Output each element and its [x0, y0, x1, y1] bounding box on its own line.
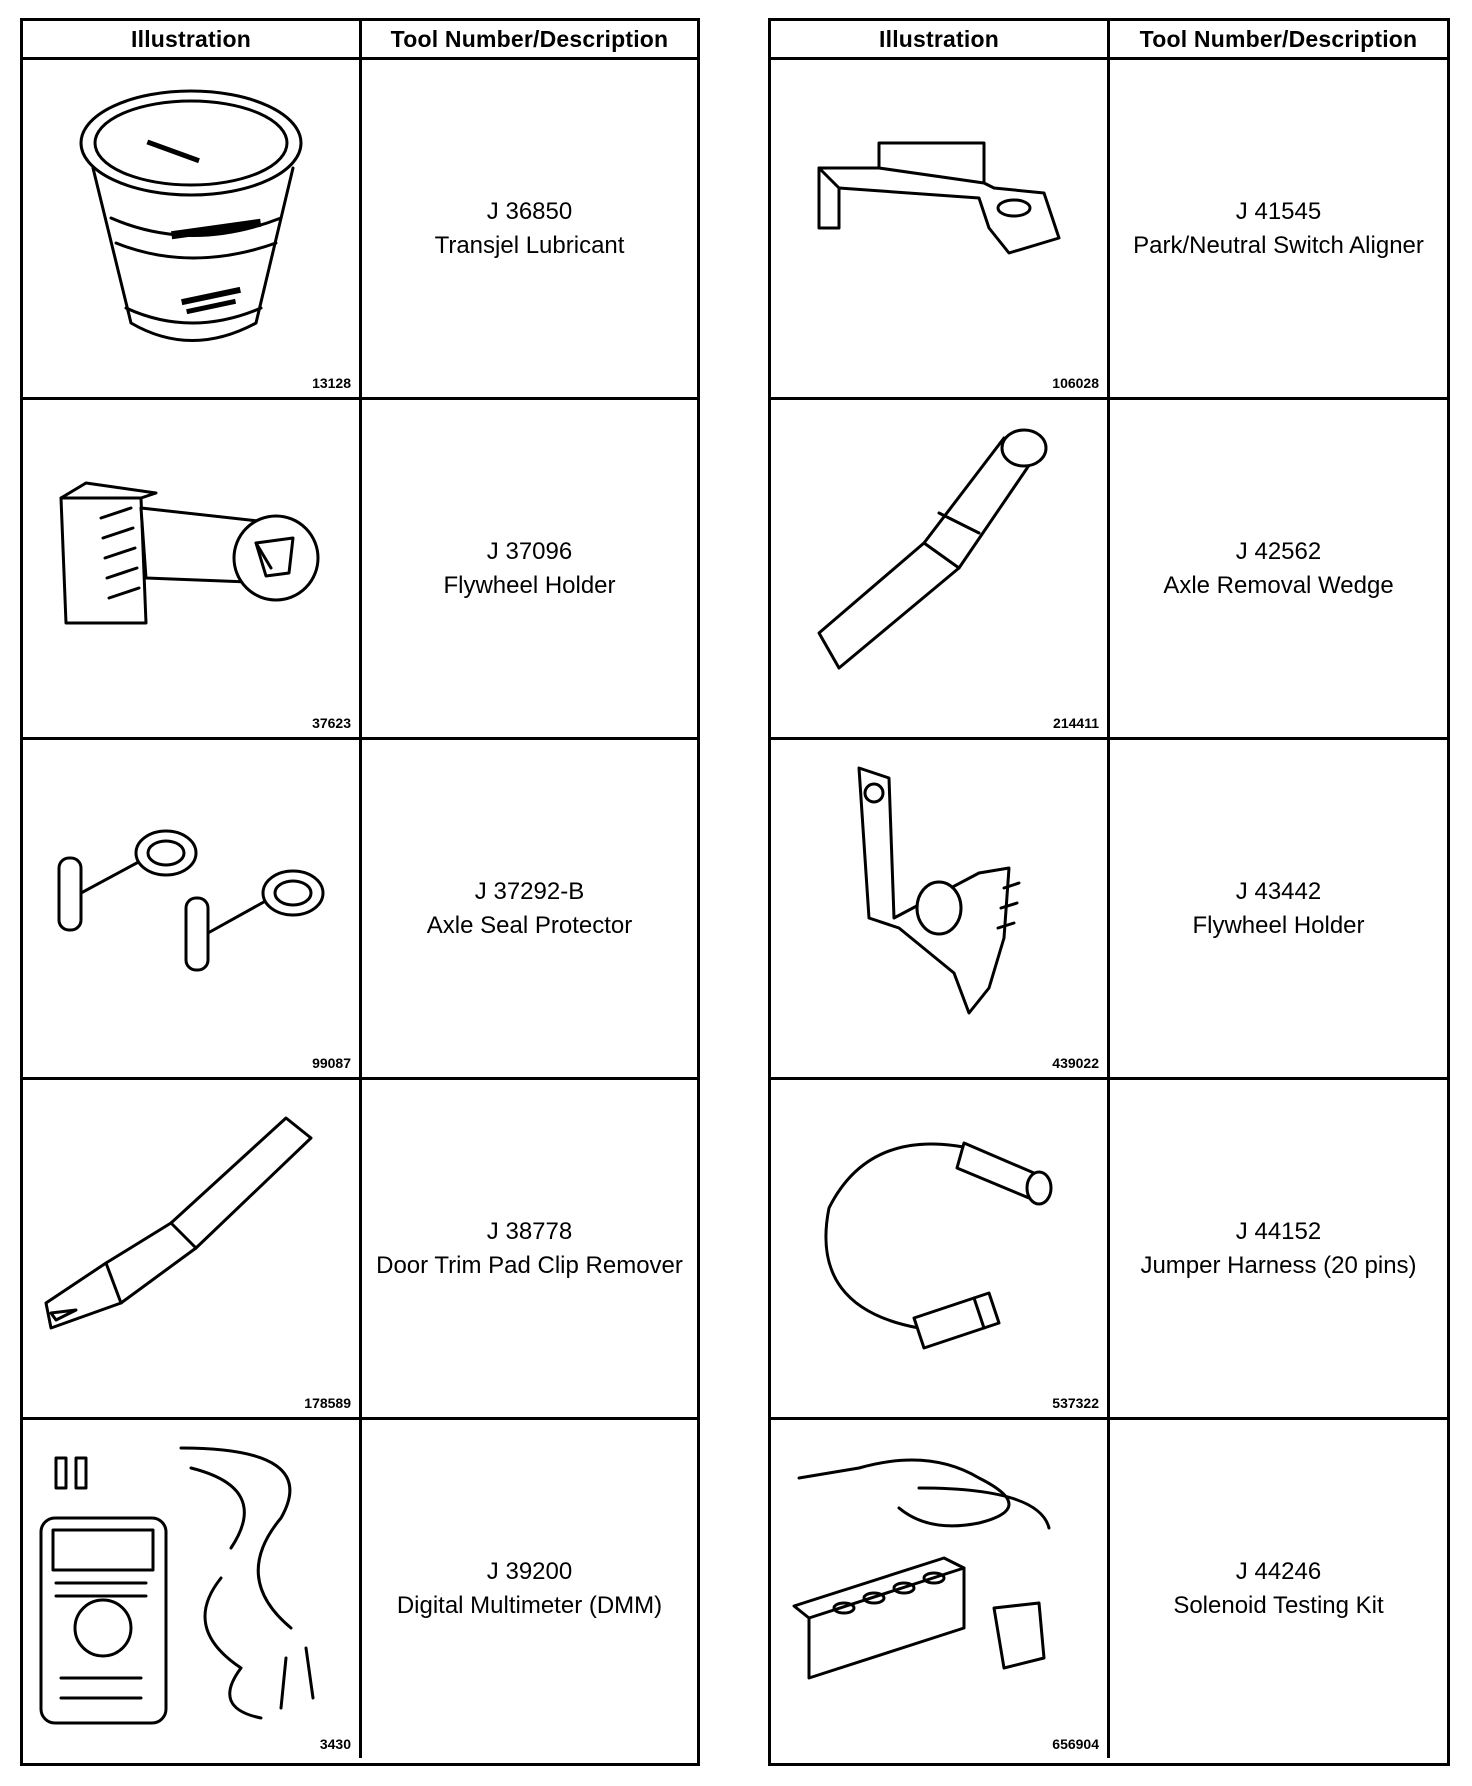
table-row: 99087 J 37292-B Axle Seal Protector	[23, 740, 697, 1080]
tool-number: J 44152	[1235, 1217, 1322, 1245]
table-row: 106028 J 41545 Park/Neutral Switch Align…	[771, 60, 1447, 400]
tool-description: Axle Removal Wedge	[1163, 571, 1394, 599]
tool-description: Transjel Lubricant	[434, 231, 625, 259]
tool-description: Digital Multimeter (DMM)	[396, 1592, 663, 1619]
tool-description: Axle Seal Protector	[426, 911, 633, 939]
table-row: 537322 J 44152 Jumper Harness (20 pins)	[771, 1080, 1447, 1420]
tool-number: J 44246	[1235, 1558, 1322, 1585]
tool-number: J 38778	[486, 1217, 573, 1245]
tool-description-cell: J 41545 Park/Neutral Switch Aligner	[1110, 60, 1447, 397]
figure-number: 37623	[312, 715, 351, 731]
figure-number: 214411	[1053, 715, 1099, 731]
figure-number: 13128	[312, 375, 351, 391]
flywheel-holder-icon	[59, 481, 320, 625]
axle-wedge-icon	[817, 428, 1048, 670]
illustration-cell: 13128	[23, 60, 362, 397]
tool-number: J 42562	[1235, 537, 1322, 565]
illustration-cell: 537322	[771, 1080, 1110, 1417]
switch-aligner-icon	[817, 141, 1061, 255]
solenoid-kit-icon	[792, 1458, 1051, 1680]
illustration-header: Illustration	[23, 21, 362, 57]
lubricant-tub-icon	[79, 89, 303, 342]
table-row: 656904 J 44246 Solenoid Testing Kit	[771, 1420, 1447, 1758]
figure-number: 537322	[1052, 1395, 1099, 1411]
tool-description-cell: J 42562 Axle Removal Wedge	[1110, 400, 1447, 737]
figure-number: 99087	[312, 1055, 351, 1071]
jumper-harness-icon	[824, 1141, 1053, 1350]
illustration-header: Illustration	[771, 21, 1110, 57]
tools-table-right: Illustration Tool Number/Description 106…	[768, 18, 1450, 1766]
tool-number: J 41545	[1235, 197, 1322, 225]
tool-description-cell: J 44246 Solenoid Testing Kit	[1110, 1420, 1447, 1758]
tool-number: J 37096	[486, 537, 573, 565]
illustration-cell: 178589	[23, 1080, 362, 1417]
description-header: Tool Number/Description	[390, 25, 669, 52]
illustration-cell: 3430	[23, 1420, 362, 1758]
illustration-cell: 214411	[771, 400, 1110, 737]
tool-description-cell: J 36850 Transjel Lubricant	[362, 60, 697, 397]
axle-seal-protector-icon	[57, 829, 325, 972]
illustration-cell: 37623	[23, 400, 362, 737]
illustration-cell: 439022	[771, 740, 1110, 1077]
tool-number: J 36850	[486, 197, 573, 225]
tool-number: J 43442	[1235, 877, 1322, 905]
description-header: Tool Number/Description	[1139, 25, 1418, 52]
table-row: 178589 J 38778 Door Trim Pad Clip Remove…	[23, 1080, 697, 1420]
figure-number: 178589	[304, 1395, 351, 1411]
tool-description: Solenoid Testing Kit	[1173, 1592, 1384, 1619]
multimeter-icon	[39, 1446, 315, 1725]
tool-description: Flywheel Holder	[443, 571, 616, 599]
figure-number: 106028	[1052, 375, 1099, 391]
flywheel-holder-bracket-icon	[857, 766, 1021, 1015]
tool-description-cell: J 44152 Jumper Harness (20 pins)	[1110, 1080, 1447, 1417]
illustration-cell: 656904	[771, 1420, 1110, 1758]
tool-number: J 37292-B	[474, 877, 585, 905]
table-row: 214411 J 42562 Axle Removal Wedge	[771, 400, 1447, 740]
tool-description: Jumper Harness (20 pins)	[1140, 1251, 1417, 1279]
figure-number: 439022	[1052, 1055, 1099, 1071]
tool-description: Park/Neutral Switch Aligner	[1133, 231, 1424, 259]
tool-description-cell: J 37096 Flywheel Holder	[362, 400, 697, 737]
table-header: Illustration Tool Number/Description	[23, 21, 697, 60]
table-row: 37623 J 37096 Flywheel Holder	[23, 400, 697, 740]
tool-description-cell: J 38778 Door Trim Pad Clip Remover	[362, 1080, 697, 1417]
figure-number: 656904	[1052, 1736, 1099, 1752]
figure-number: 3430	[319, 1736, 351, 1752]
table-row: 439022 J 43442 Flywheel Holder	[771, 740, 1447, 1080]
tool-description-cell: J 39200 Digital Multimeter (DMM)	[362, 1420, 697, 1758]
table-row: 3430 J 39200 Digital Multimeter (DMM)	[23, 1420, 697, 1758]
tools-table-left: Illustration Tool Number/Description 131…	[20, 18, 700, 1766]
tool-description-cell: J 43442 Flywheel Holder	[1110, 740, 1447, 1077]
tool-description-cell: J 37292-B Axle Seal Protector	[362, 740, 697, 1077]
tool-description: Flywheel Holder	[1192, 911, 1365, 939]
table-header: Illustration Tool Number/Description	[771, 21, 1447, 60]
illustration-cell: 99087	[23, 740, 362, 1077]
tool-description: Door Trim Pad Clip Remover	[376, 1251, 683, 1279]
illustration-cell: 106028	[771, 60, 1110, 397]
tool-number: J 39200	[486, 1558, 573, 1585]
clip-remover-icon	[44, 1116, 313, 1330]
table-row: 13128 J 36850 Transjel Lubricant	[23, 60, 697, 400]
